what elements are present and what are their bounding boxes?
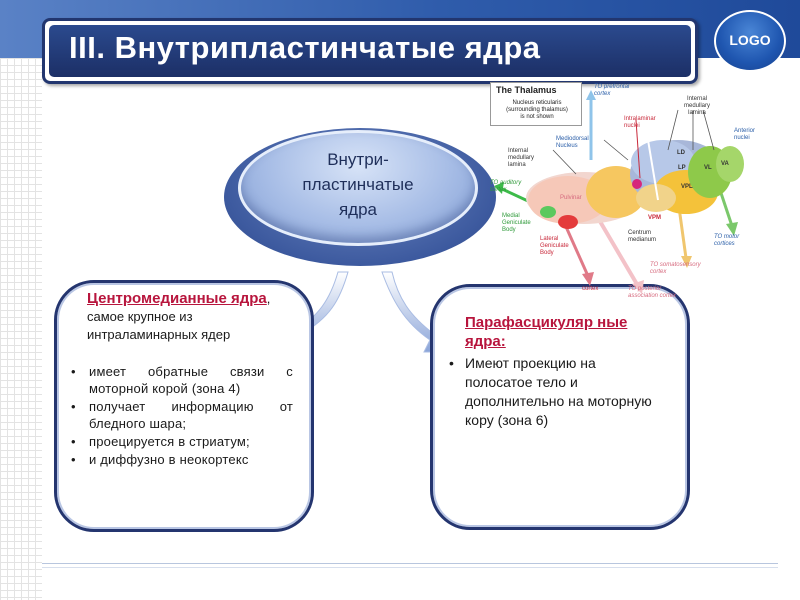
- label-mediodorsal: Mediodorsal Nucleus: [556, 136, 589, 149]
- label-to-motor: TO motor cortices: [714, 234, 740, 247]
- title-box: III. Внутрипластинчатые ядра: [42, 18, 698, 84]
- centromedian-intro-text: , самое крупное из интраламинарных ядер: [87, 291, 271, 342]
- title-background: [49, 25, 691, 77]
- label-vl: VL: [704, 165, 712, 171]
- list-item: и диффузно в неокортекс: [67, 451, 293, 468]
- thalamus-drawing: [494, 90, 744, 294]
- label-pulvinar: Pulvinar: [560, 195, 582, 201]
- centromedian-list: имеет обратные связи с моторной корой (з…: [67, 363, 293, 469]
- grid-decoration: [0, 58, 42, 600]
- label-to-posterior: TO posterior association cortex: [628, 286, 677, 299]
- central-label: Внутри- пластинчатые ядра: [302, 150, 414, 219]
- list-item: Имеют проекцию на полосатое тело и допол…: [447, 354, 657, 430]
- list-item: имеет обратные связи с моторной корой (з…: [67, 363, 293, 397]
- slide-title: III. Внутрипластинчатые ядра: [69, 30, 541, 65]
- centromedian-box: Центромедианные ядра, самое крупное из и…: [54, 280, 314, 532]
- label-intralaminar: Intralaminar nuclei: [624, 116, 656, 129]
- list-item: проецируется в стриатум;: [67, 433, 293, 450]
- figure-title: The Thalamus: [496, 85, 557, 95]
- parafascicular-heading: Парафасцикуляр ные ядра:: [465, 314, 628, 350]
- central-ellipse: Внутри- пластинчатые ядра: [238, 130, 478, 246]
- parafascicular-box: Парафасцикуляр ные ядра: Имеют проекцию …: [430, 284, 690, 530]
- label-internal-lamina-top: Internal medullary lamina: [684, 96, 711, 116]
- label-vpl: VPL: [681, 184, 693, 190]
- label-to-somatosensory: TO somatosensory cortex: [650, 262, 701, 275]
- centromedian-intro: Центромедианные ядра, самое крупное из и…: [87, 289, 297, 344]
- label-ld: LD: [677, 150, 685, 156]
- list-item: получает информацию от бледного шара;: [67, 398, 293, 432]
- label-to-auditory: TO auditory cortex: [490, 180, 522, 193]
- logo-text: LOGO: [729, 32, 771, 48]
- footer-line-secondary: [42, 567, 778, 568]
- label-medial-geniculate: Medial Geniculate Body: [502, 213, 531, 233]
- label-to-prefrontal: TO prefrontal cortex: [594, 84, 630, 97]
- figure-note: Nucleus reticularis (surrounding thalamu…: [506, 100, 568, 120]
- thalamus-figure: The Thalamus Nucleus reticularis (surrou…: [488, 80, 788, 302]
- label-lp: LP: [678, 165, 686, 171]
- logo: LOGO: [714, 10, 786, 72]
- figure-caption-box: The Thalamus Nucleus reticularis (surrou…: [490, 82, 582, 126]
- centromedian-heading: Центромедианные ядра: [87, 290, 267, 307]
- label-va: VA: [721, 161, 729, 167]
- footer-line: [42, 563, 778, 564]
- label-internal-lamina-left: Internal medullary lamina: [508, 148, 535, 168]
- parafascicular-list: Имеют проекцию на полосатое тело и допол…: [447, 354, 657, 430]
- label-vpm: VPM: [648, 215, 662, 221]
- label-anterior: Anterior nuclei: [734, 128, 756, 141]
- label-lateral-geniculate: Lateral Geniculate Body: [540, 236, 569, 256]
- label-cortex: cortex: [582, 286, 599, 292]
- label-centrum: Centrum medianum: [628, 230, 657, 243]
